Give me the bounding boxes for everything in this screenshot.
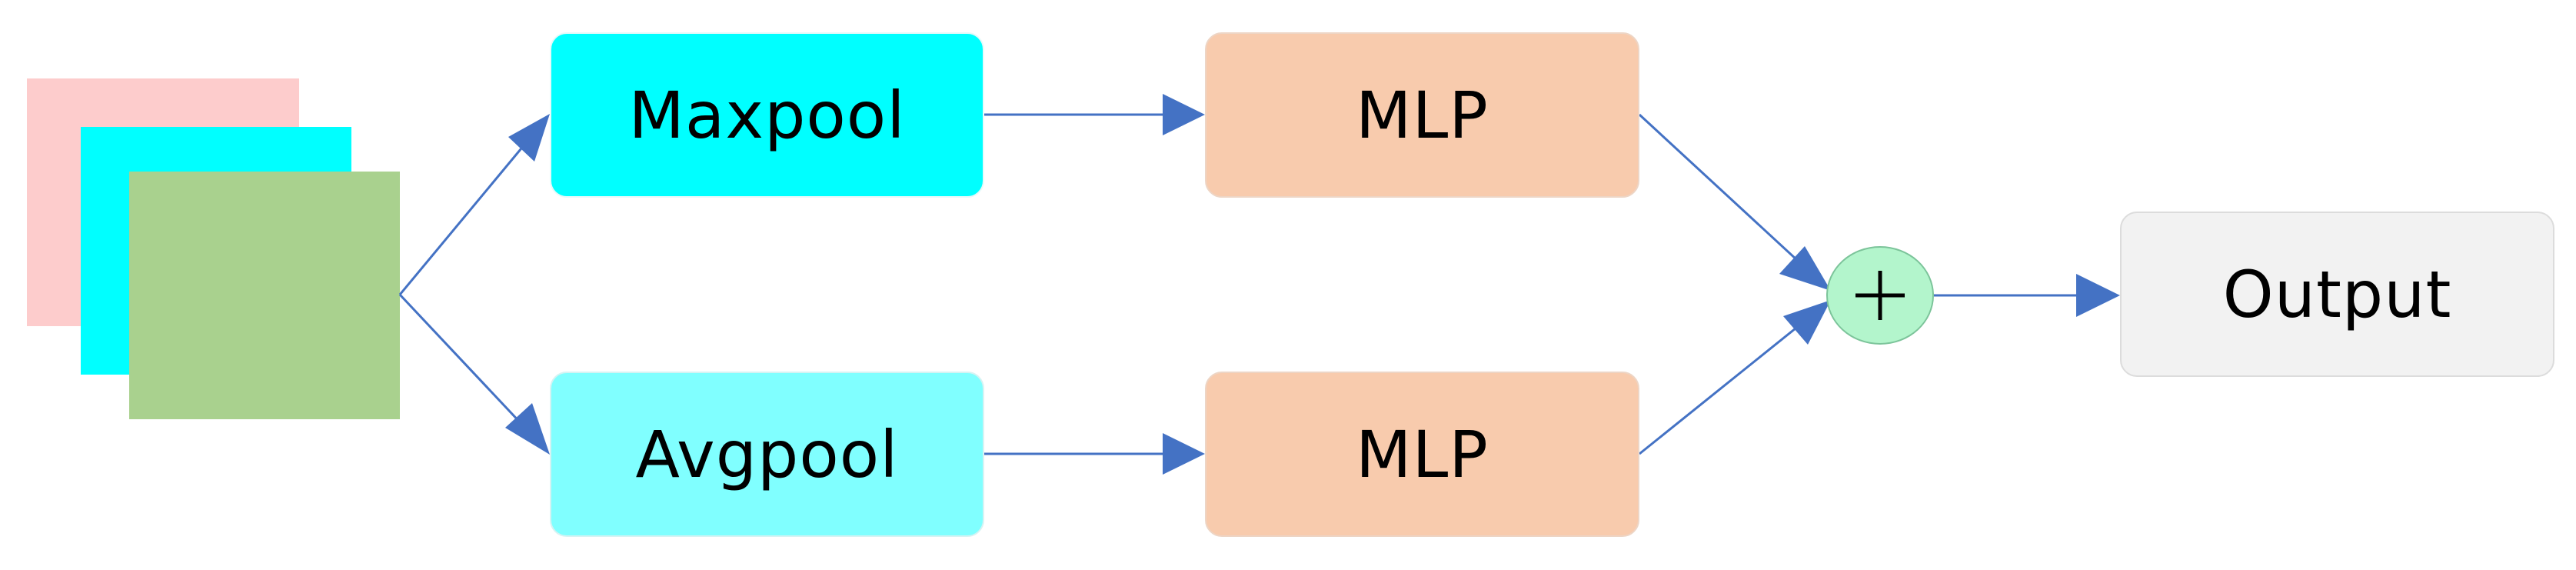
arrowhead-avgpool [505,403,550,455]
output-block: Output [2120,212,2554,377]
output-label: Output [2222,256,2452,332]
arrowhead-add-bottom [1783,300,1831,345]
mlp-block-bottom: MLP [1205,372,1639,537]
plus-icon [1855,271,1905,320]
arrowhead-add-top [1779,246,1831,291]
arrowhead-output [2076,274,2120,317]
mlp-block-top: MLP [1205,32,1639,198]
arrowhead-mlp-bottom [1163,433,1205,475]
mlp-bottom-label: MLP [1356,416,1489,492]
add-node [1826,246,1934,345]
avgpool-label: Avgpool [635,416,899,492]
maxpool-label: Maxpool [628,77,906,153]
avgpool-block: Avgpool [550,372,984,537]
feature-map-layer-front [129,172,400,419]
arrowhead-mlp-top [1163,94,1205,135]
mlp-top-label: MLP [1356,77,1489,153]
arrowhead-maxpool [508,114,550,162]
maxpool-block: Maxpool [550,32,984,198]
